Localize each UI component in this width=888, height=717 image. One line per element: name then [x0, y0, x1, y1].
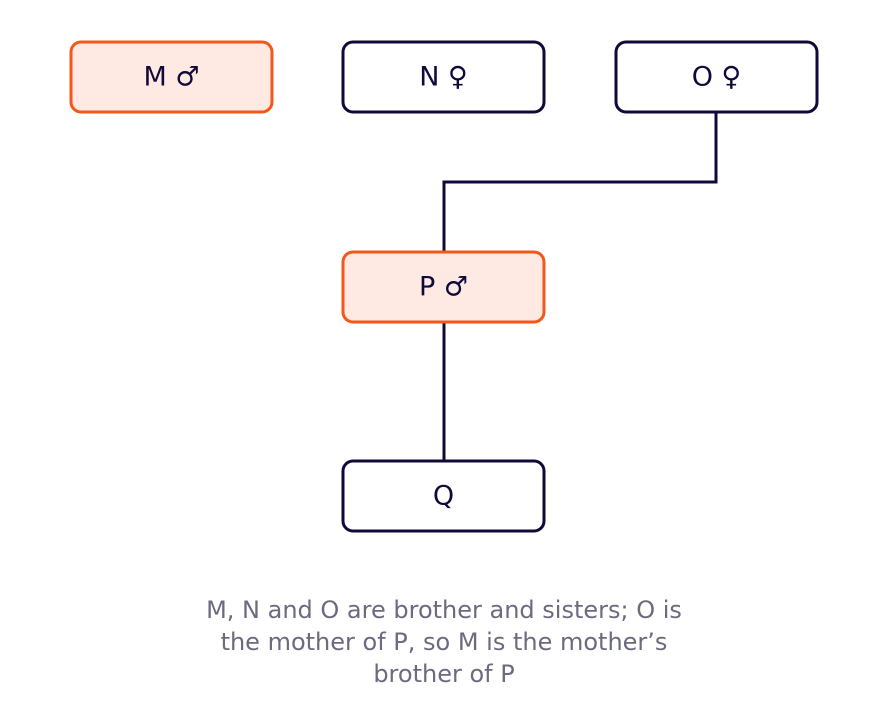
node-n-box — [341, 40, 546, 114]
caption-line-2: the mother of P, so M is the mother’s — [220, 628, 668, 656]
node-p-label: P ♂ — [419, 272, 468, 303]
node-o: O ♀ — [614, 40, 819, 114]
node-p-box — [341, 250, 546, 324]
node-p: P ♂ — [341, 250, 546, 324]
node-n-label: N ♀ — [419, 62, 468, 93]
edge-o-to-p — [442, 113, 718, 252]
connector-lines — [442, 113, 718, 461]
node-q-box — [341, 459, 546, 533]
node-q: Q — [341, 459, 546, 533]
node-o-box — [614, 40, 819, 114]
node-m-label: M ♂ — [143, 62, 199, 93]
explanation-caption: M, N and O are brother and sisters; O is… — [154, 594, 734, 690]
node-o-label: O ♀ — [692, 62, 742, 93]
caption-line-3: brother of P — [373, 660, 515, 688]
node-q-label: Q — [433, 481, 454, 512]
node-m: M ♂ — [69, 40, 274, 114]
node-m-box — [69, 40, 274, 114]
caption-line-1: M, N and O are brother and sisters; O is — [206, 596, 682, 624]
node-n: N ♀ — [341, 40, 546, 114]
